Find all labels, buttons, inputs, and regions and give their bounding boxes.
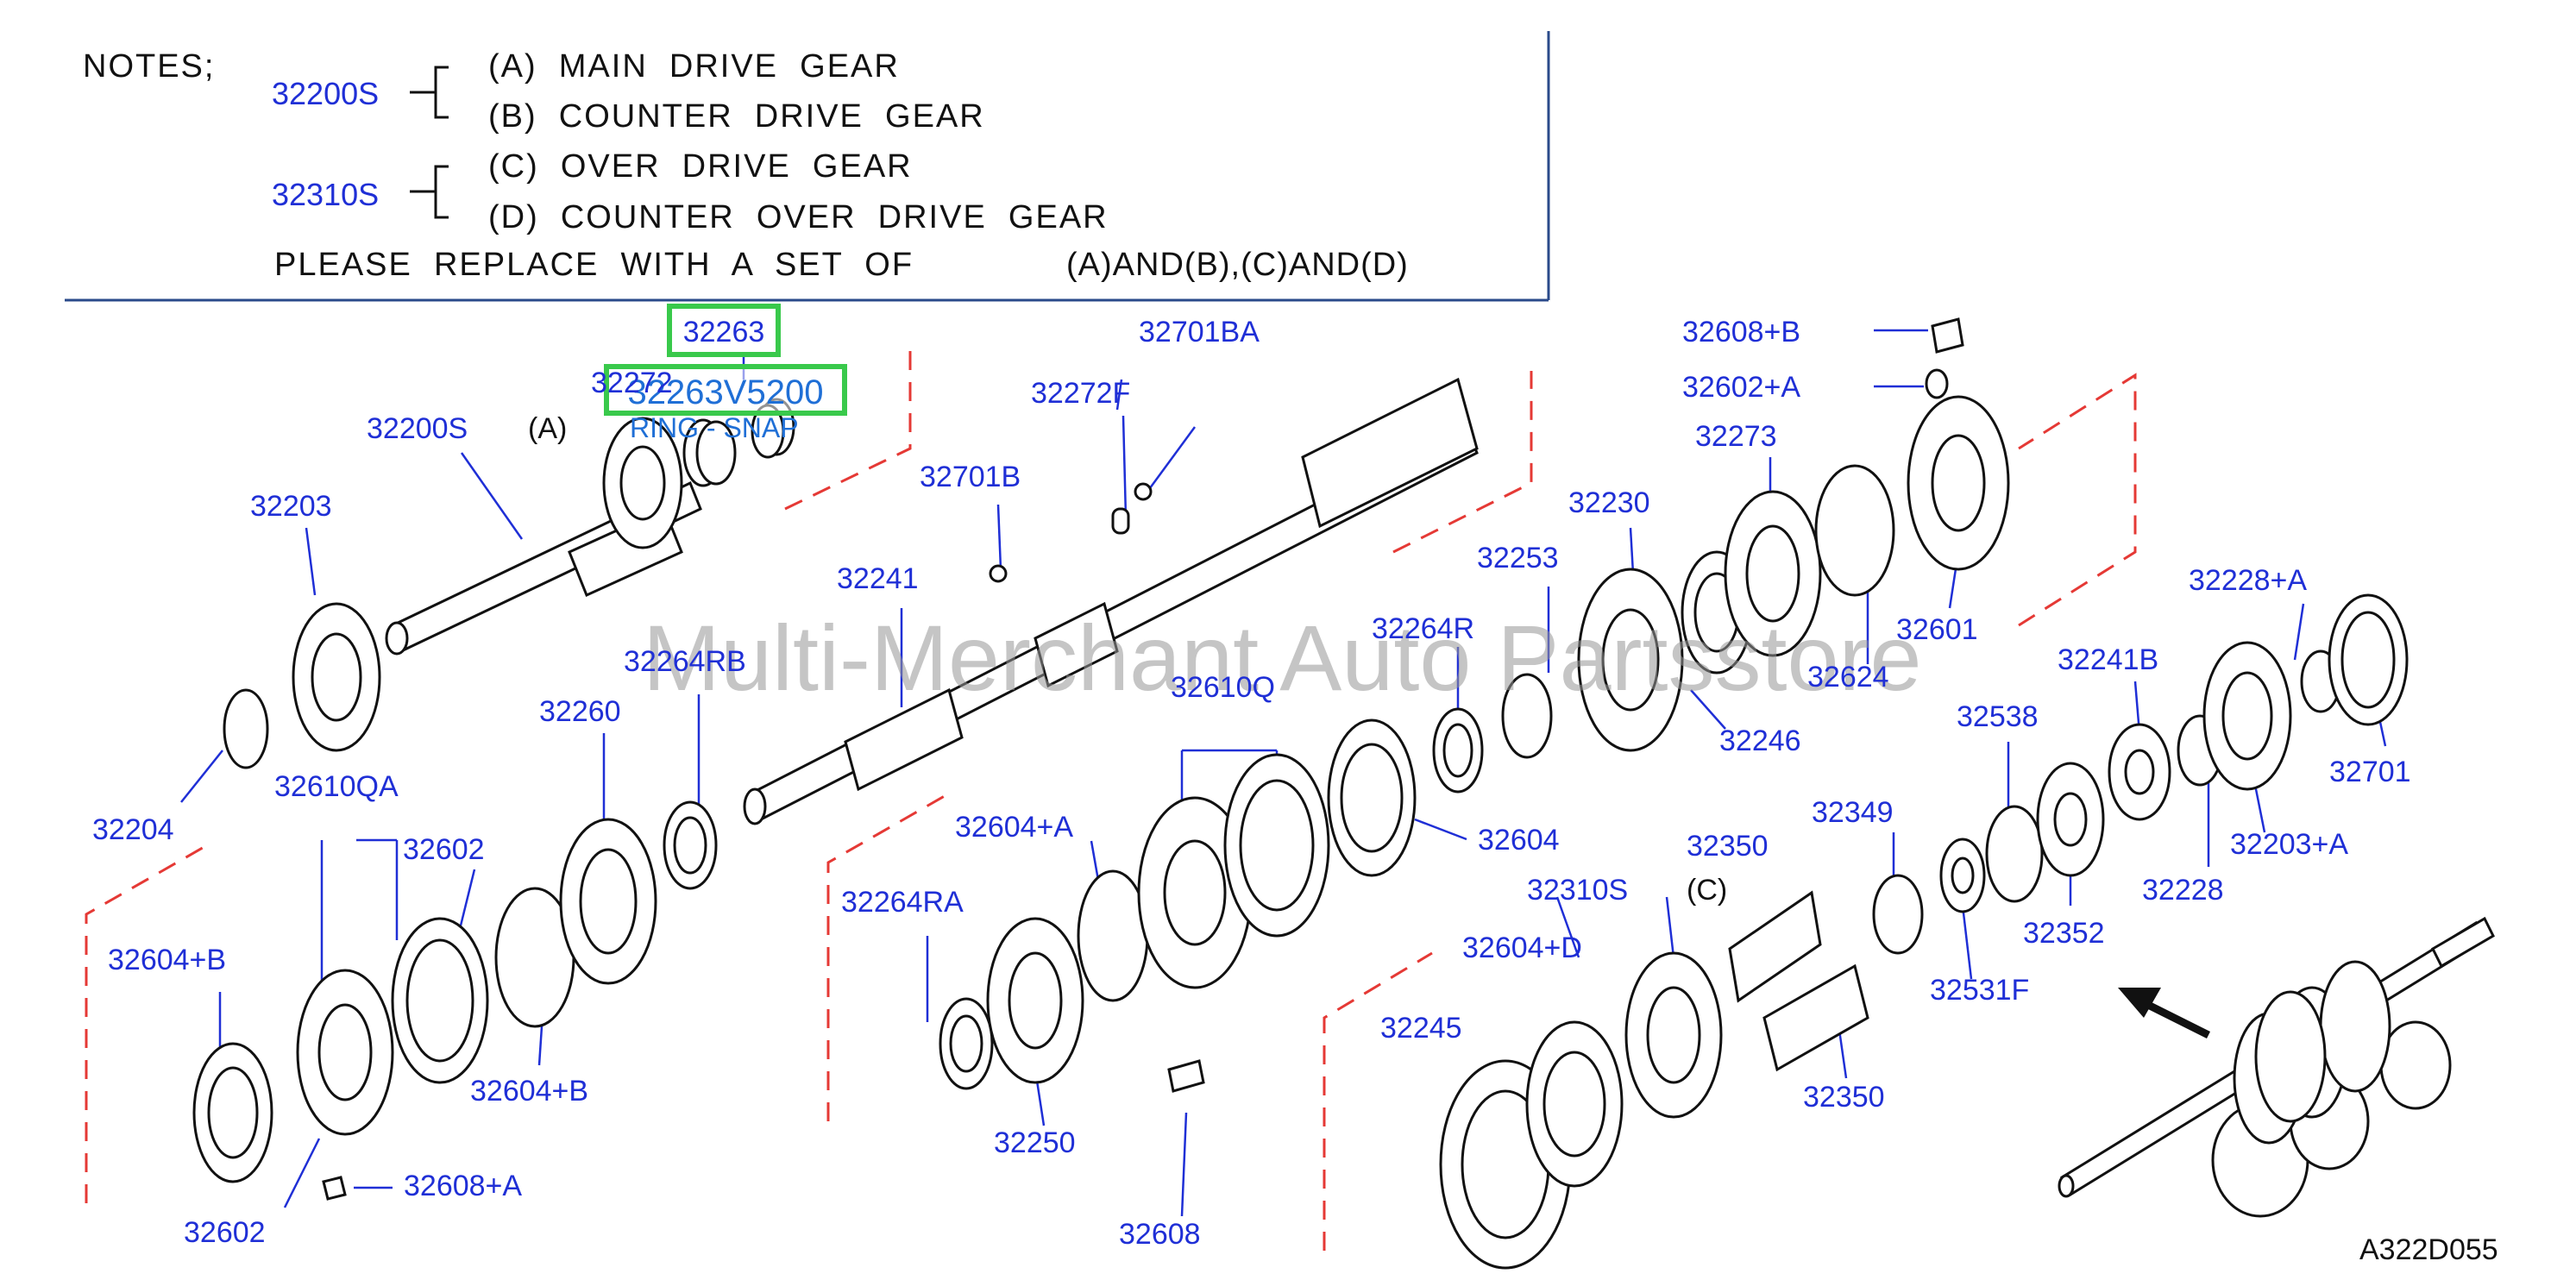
part-label-32608[interactable]: 32608 — [1119, 1218, 1201, 1251]
part-label-32272F[interactable]: 32272F — [1031, 377, 1131, 410]
part-label-32352[interactable]: 32352 — [2023, 917, 2105, 950]
part-label-32264RB[interactable]: 32264RB — [624, 645, 746, 678]
part-label-32538[interactable]: 32538 — [1957, 700, 2039, 733]
part-label-32602A[interactable]: 32602+A — [1682, 371, 1801, 404]
part-label-32602-upper[interactable]: 32602 — [403, 833, 485, 866]
part-label-32204[interactable]: 32204 — [92, 813, 174, 846]
part-label-32350-lower[interactable]: 32350 — [1803, 1081, 1885, 1114]
counter-shaft — [743, 377, 1479, 825]
part-label-32228A[interactable]: 32228+A — [2189, 564, 2308, 597]
spring-32602A — [1925, 368, 1949, 399]
part-label-32250[interactable]: 32250 — [994, 1126, 1076, 1159]
highlight-32263[interactable]: 32263 — [667, 304, 781, 357]
part-label-32608A[interactable]: 32608+A — [404, 1170, 523, 1202]
part-label-32200S[interactable]: 32200S — [367, 412, 468, 445]
gear-shapes — [192, 395, 2452, 1270]
part-label-32272[interactable]: 32272 — [591, 367, 673, 399]
watermark: Multi-Merchant Auto Partsstore — [643, 605, 1922, 710]
part-label-32531F[interactable]: 32531F — [1930, 974, 2030, 1007]
notes-line-d: (D) COUNTER OVER DRIVE GEAR — [488, 199, 1109, 235]
small-parts — [322, 317, 1964, 1201]
bearing-32263 — [695, 420, 737, 486]
part-label-32601[interactable]: 32601 — [1896, 613, 1978, 646]
highlight-part-number-text: 32263V5200 — [627, 373, 824, 411]
part-label-32349[interactable]: 32349 — [1812, 796, 1894, 829]
notes-header: NOTES; — [83, 48, 216, 85]
part-label-32203[interactable]: 32203 — [250, 490, 332, 523]
part-label-32203A[interactable]: 32203+A — [2230, 828, 2349, 861]
bushing-32349 — [1872, 874, 1924, 955]
part-label-C: (C) — [1687, 874, 1728, 907]
part-label-32604B-right[interactable]: 32604+B — [470, 1075, 589, 1107]
synchro-32604A — [1077, 869, 1149, 1002]
highlight-top-code: 32263 — [682, 316, 765, 348]
bearing-32538 — [1985, 805, 2044, 903]
part-label-32241B[interactable]: 32241B — [2058, 643, 2159, 676]
snap-ring-32204 — [223, 688, 269, 769]
part-label-32310S[interactable]: 32310S — [1527, 874, 1629, 907]
part-label-32610QA[interactable]: 32610QA — [274, 770, 399, 803]
part-label-32608B[interactable]: 32608+B — [1682, 316, 1801, 348]
part-label-32610Q[interactable]: 32610Q — [1171, 671, 1275, 704]
part-label-32604[interactable]: 32604 — [1478, 824, 1560, 856]
part-label-32350-upper[interactable]: 32350 — [1687, 830, 1769, 863]
part-label-32228[interactable]: 32228 — [2142, 874, 2224, 907]
part-label-32241[interactable]: 32241 — [837, 562, 919, 595]
part-label-32264RA[interactable]: 32264RA — [841, 886, 964, 919]
part-label-32604B-left[interactable]: 32604+B — [108, 944, 227, 976]
highlight-part-number[interactable]: 32263V5200 — [604, 364, 847, 416]
part-label-32624[interactable]: 32624 — [1807, 661, 1889, 693]
direction-arrow — [2118, 988, 2211, 1039]
highlight-caption: RING - SNAP — [630, 412, 799, 443]
part-label-32230[interactable]: 32230 — [1568, 486, 1650, 519]
notes-code-32200S[interactable]: 32200S — [272, 76, 380, 111]
part-label-32246[interactable]: 32246 — [1719, 725, 1801, 757]
key-32608A — [322, 1176, 347, 1201]
notes-line-a: (A) MAIN DRIVE GEAR — [488, 48, 900, 85]
cage-32350-lower — [1762, 963, 1869, 1072]
notes-replace-sets: (A)AND(B),(C)AND(D) — [1066, 247, 1409, 283]
part-label-32604D[interactable]: 32604+D — [1462, 932, 1582, 964]
part-label-32602-lower[interactable]: 32602 — [184, 1216, 266, 1249]
key-32608 — [1167, 1059, 1205, 1093]
ball-32701BA — [1134, 482, 1153, 501]
notes-replace-text: PLEASE REPLACE WITH A SET OF — [274, 247, 914, 283]
cage-32350-upper — [1728, 890, 1822, 1003]
part-label-32701B[interactable]: 32701B — [920, 461, 1021, 493]
part-label-A: (A) — [528, 412, 568, 445]
diagram-id: A322D055 — [2359, 1233, 2498, 1266]
notes-line-b: (B) COUNTER DRIVE GEAR — [488, 98, 985, 135]
part-label-32264R[interactable]: 32264R — [1372, 612, 1475, 645]
part-label-32273[interactable]: 32273 — [1695, 420, 1777, 453]
part-label-32245[interactable]: 32245 — [1380, 1012, 1462, 1045]
section-dividers — [85, 345, 2137, 1251]
part-label-32701[interactable]: 32701 — [2329, 756, 2411, 788]
bushing-32253 — [1501, 673, 1553, 759]
ball-32701B — [989, 564, 1008, 583]
key-32608B — [1931, 317, 1964, 354]
notes-box — [65, 31, 1550, 302]
pin-32272F — [1111, 507, 1130, 535]
part-label-32260[interactable]: 32260 — [539, 695, 621, 728]
notes-line-c: (C) OVER DRIVE GEAR — [488, 148, 913, 185]
part-label-32253[interactable]: 32253 — [1477, 542, 1559, 574]
part-label-32604A[interactable]: 32604+A — [955, 811, 1074, 844]
sleeve-32624 — [1814, 464, 1895, 597]
notes-bracket — [410, 66, 449, 219]
notes-code-32310S[interactable]: 32310S — [272, 177, 380, 212]
part-label-32701BA[interactable]: 32701BA — [1139, 316, 1260, 348]
